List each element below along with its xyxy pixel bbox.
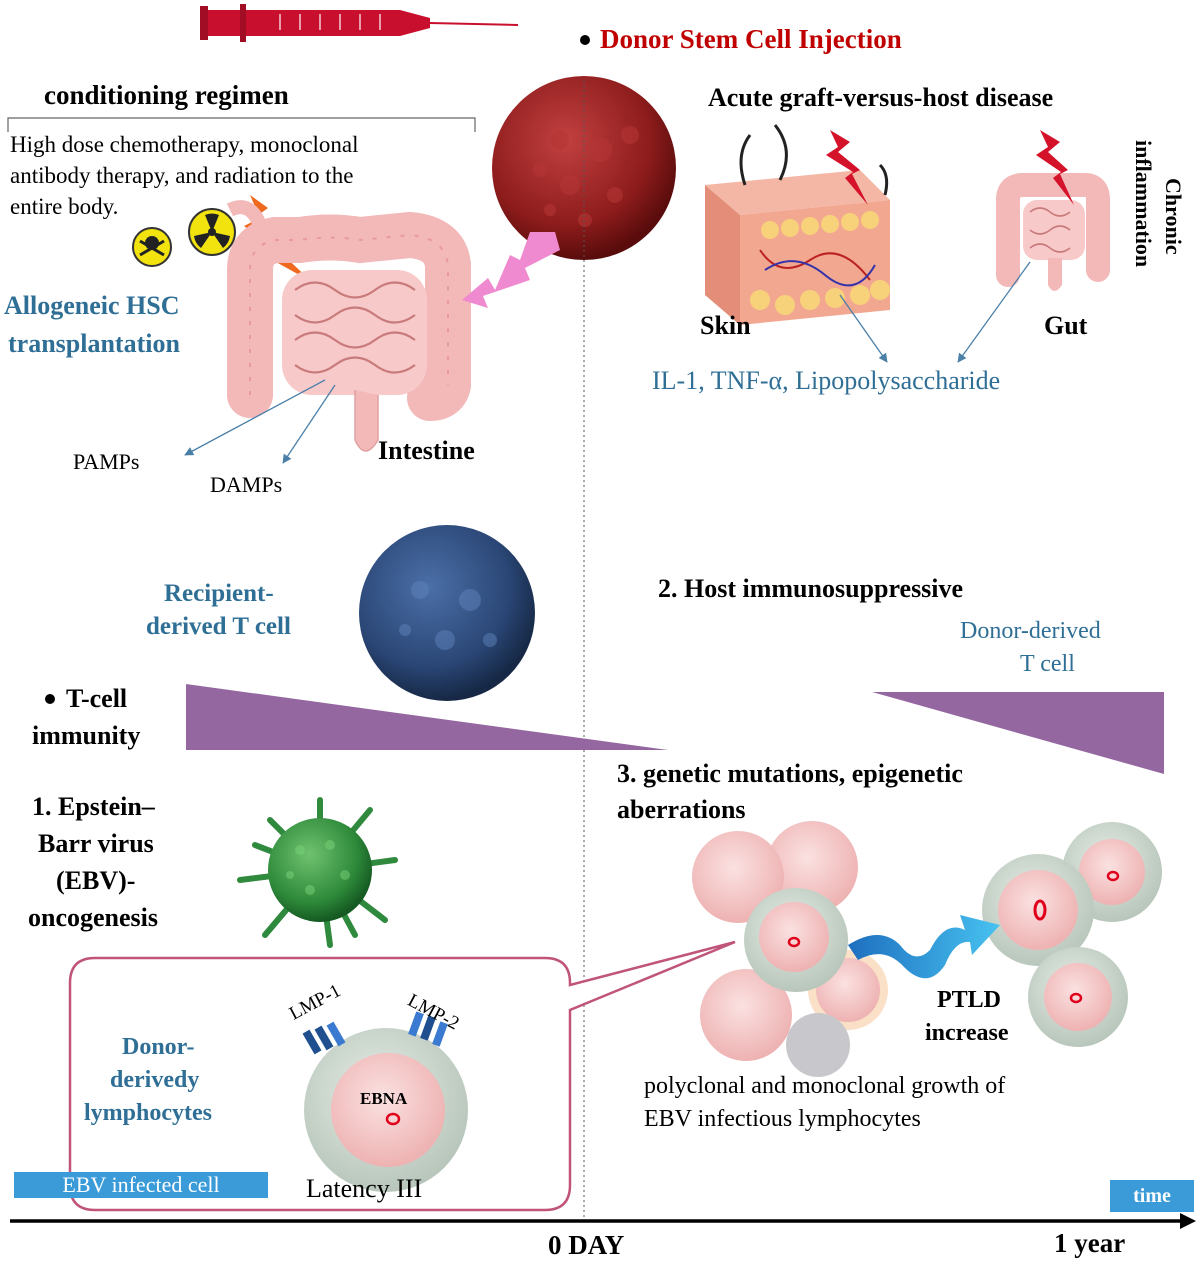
donor-t-label-line2: T cell (1020, 651, 1075, 677)
gut-lightning-icon (1036, 130, 1074, 205)
chronic-label-line1: Chronic (1161, 178, 1186, 255)
one-year-label: 1 year (1054, 1228, 1126, 1258)
ebv-virus-icon (237, 797, 398, 948)
latency-label: Latency III (306, 1174, 423, 1203)
hsc-label-line1: Allogeneic HSC (4, 291, 180, 320)
tcell-immunity-line1: T-cell (66, 684, 128, 713)
gut-illustration (996, 173, 1110, 291)
recipient-label-line2: derived T cell (146, 613, 291, 640)
mutations-label-line1: 3. genetic mutations, epigenetic (617, 759, 963, 788)
zero-day-label: 0 DAY (548, 1230, 625, 1260)
time-axis-arrowhead (1180, 1213, 1196, 1229)
gut-cytokine-arrow (957, 261, 1031, 363)
ebv-label-line2: Barr virus (38, 829, 154, 858)
bullet-dot-icon (580, 35, 590, 45)
gut-label: Gut (1044, 311, 1088, 340)
conditioning-text-line1: High dose chemotherapy, monoclonal (10, 132, 359, 157)
time-axis-badge: time (1110, 1180, 1194, 1212)
growth-label-line1: polyclonal and monoclonal growth of (644, 1073, 1006, 1099)
cytokines-label: IL-1, TNF-α, Lipopolysaccharide (652, 366, 1001, 395)
toxic-skull-icon (132, 227, 172, 267)
ebv-label-line1: 1. Epstein– (32, 792, 155, 821)
recipient-label-line1: Recipient- (164, 580, 274, 607)
growth-label-line2: EBV infectious lymphocytes (644, 1106, 921, 1132)
skin-cytokine-arrow (839, 294, 888, 363)
skin-label: Skin (700, 311, 751, 340)
host-immuno-label: 2. Host immunosuppressive (658, 574, 964, 603)
ebv-infected-cell-icon (302, 1011, 468, 1192)
intestine-label: Intestine (378, 436, 475, 465)
syringe-icon (200, 4, 519, 42)
pink-arrow-icon (462, 232, 560, 308)
recipient-immunity-wedge (186, 684, 668, 750)
ptld-label-line2: increase (925, 1020, 1009, 1046)
conditioning-text-line3: entire body. (10, 194, 119, 219)
radiation-icon (188, 208, 236, 256)
conditioning-title: conditioning regimen (44, 80, 289, 110)
ptld-label-line1: PTLD (937, 987, 1002, 1013)
lmp2-receptor-icon (408, 1011, 448, 1047)
mutations-label-line2: aberrations (617, 795, 746, 824)
donor-lymphocytes-line1: Donor- (122, 1034, 195, 1060)
ebna-label: EBNA (360, 1089, 408, 1108)
ebv-label-line3: (EBV)- (56, 866, 136, 895)
skin-lightning-icon (826, 130, 868, 205)
ebv-label-line4: oncogenesis (28, 903, 158, 932)
lmp1-receptor-icon (302, 1021, 346, 1055)
donor-t-label-line1: Donor-derived (960, 618, 1101, 644)
donor-lymphocytes-line2: derivedy (110, 1067, 200, 1093)
pamps-arrow (184, 379, 326, 456)
hsc-label-line2: transplantation (8, 329, 180, 358)
donor-lymphocytes-line3: lymphocytes (84, 1100, 212, 1126)
gvhd-title: Acute graft-versus-host disease (708, 83, 1054, 112)
ebv-infected-cell-badge: EBV infected cell (14, 1172, 268, 1198)
donor-stem-cell-icon (492, 76, 676, 260)
damps-label: DAMPs (210, 472, 283, 497)
skin-illustration (705, 124, 890, 325)
tcell-immunity-line2: immunity (32, 721, 141, 750)
donor-immunity-wedge (872, 692, 1164, 774)
conditioning-text-line2: antibody therapy, and radiation to the (10, 163, 354, 188)
conditioning-bracket (7, 117, 476, 132)
damps-arrow (282, 384, 336, 464)
recipient-t-cell-icon (359, 525, 535, 701)
tcell-bullet-icon (45, 694, 55, 704)
donor-injection-label: Donor Stem Cell Injection (600, 24, 902, 54)
ptld-cell-cluster (692, 821, 1162, 1077)
chronic-label-line2: inflammation (1131, 140, 1156, 268)
intestine-illustration (226, 200, 471, 452)
ptld-progression-arrow (848, 915, 1000, 979)
pamps-label: PAMPs (73, 449, 140, 474)
